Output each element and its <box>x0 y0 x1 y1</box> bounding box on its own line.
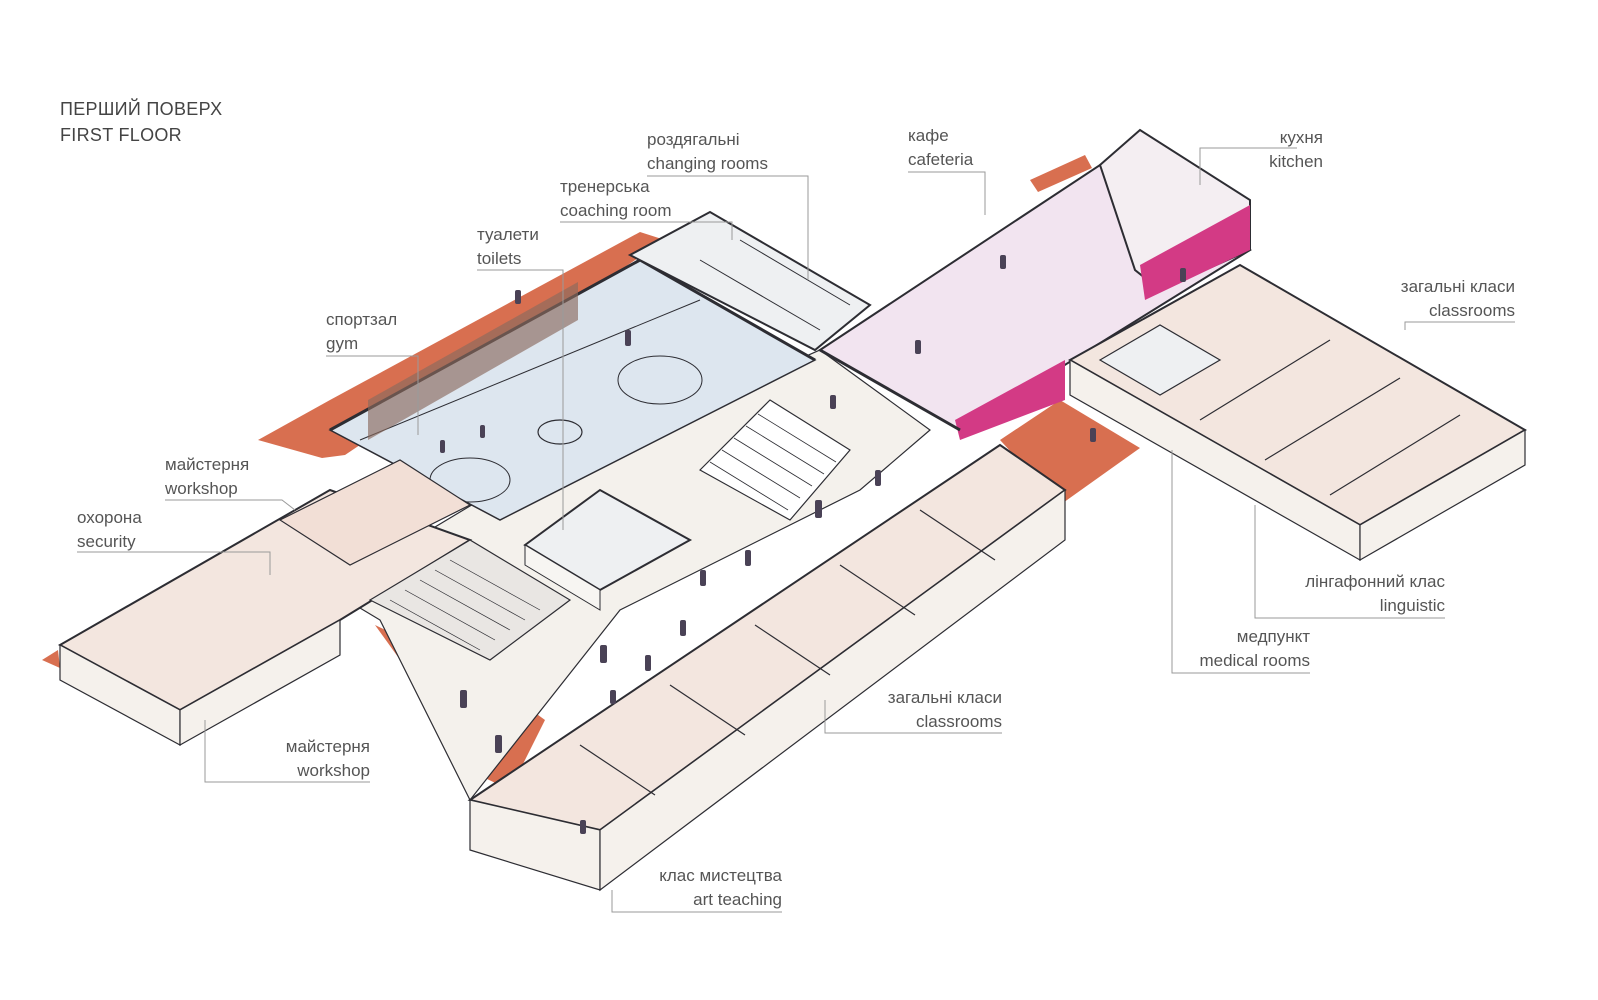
label-en: security <box>77 532 136 551</box>
terracotta-deck-cafe <box>1030 155 1092 192</box>
gym-center-circle <box>537 419 583 445</box>
floor-title: ПЕРШИЙ ПОВЕРХ FIRST FLOOR <box>60 96 222 148</box>
medical-rooms <box>1098 324 1222 396</box>
label-coaching-room: тренерська coaching room <box>560 175 672 223</box>
label-workshop-top: майстерня workshop <box>165 453 249 501</box>
terracotta-edge-left <box>42 650 60 668</box>
label-en: workshop <box>297 761 370 780</box>
label-ua: медпункт <box>1236 627 1310 646</box>
cafeteria-glazing <box>819 348 961 432</box>
label-classrooms-right: загальні класи classrooms <box>1330 275 1515 323</box>
changing-rooms-block <box>627 210 872 352</box>
label-classrooms-center: загальні класи classrooms <box>840 686 1002 734</box>
label-cafeteria: кафе cafeteria <box>908 124 973 172</box>
people <box>440 255 1186 834</box>
label-linguistic: лінгафонний клас linguistic <box>1255 570 1445 618</box>
label-kitchen: кухня kitchen <box>1200 126 1323 174</box>
label-en: art teaching <box>693 890 782 909</box>
gym-wall-bars <box>368 282 578 440</box>
label-workshop-bottom: майстерня workshop <box>240 735 370 783</box>
label-ua: майстерня <box>285 737 370 756</box>
label-ua: клас мистецтва <box>659 866 782 885</box>
label-ua: спортзал <box>326 310 398 329</box>
label-ua: кухня <box>1279 128 1323 147</box>
label-ua: загальні класи <box>887 688 1002 707</box>
label-en: workshop <box>165 479 238 498</box>
label-en: medical rooms <box>1199 651 1310 670</box>
label-toilets: туалети toilets <box>477 223 539 271</box>
terracotta-deck-courtyard <box>1000 400 1140 505</box>
label-ua: роздягальні <box>647 130 740 149</box>
label-security: охорона security <box>77 506 142 554</box>
floor-title-ua: ПЕРШИЙ ПОВЕРХ <box>60 99 223 119</box>
label-en: changing rooms <box>647 154 768 173</box>
label-ua: лінгафонний клас <box>1305 572 1445 591</box>
label-gym: спортзал gym <box>326 308 397 356</box>
label-ua: охорона <box>77 508 142 527</box>
label-medical-rooms: медпункт medical rooms <box>1160 625 1310 673</box>
label-ua: кафе <box>908 126 949 145</box>
label-en: cafeteria <box>908 150 974 169</box>
bleacher-stairs <box>699 399 851 521</box>
label-ua: тренерська <box>560 177 650 196</box>
label-en: classrooms <box>916 712 1002 731</box>
label-en: gym <box>326 334 359 353</box>
label-en: classrooms <box>1429 301 1515 320</box>
label-en: toilets <box>477 249 522 268</box>
floor-title-en: FIRST FLOOR <box>60 125 182 145</box>
cafe-magenta-wall <box>955 360 1065 440</box>
leader-lines <box>77 147 1515 913</box>
label-en: coaching room <box>560 201 672 220</box>
label-en: kitchen <box>1269 152 1323 171</box>
auditorium-seating <box>368 539 572 661</box>
label-ua: майстерня <box>165 455 250 474</box>
label-ua: туалети <box>477 225 539 244</box>
workshop-upper <box>278 459 472 566</box>
label-art-teaching: клас мистецтва art teaching <box>620 864 782 912</box>
kitchen-magenta-wall <box>1140 205 1250 300</box>
label-ua: загальні класи <box>1400 277 1515 296</box>
label-changing-rooms: роздягальні changing rooms <box>647 128 768 176</box>
label-en: linguistic <box>1379 596 1445 615</box>
